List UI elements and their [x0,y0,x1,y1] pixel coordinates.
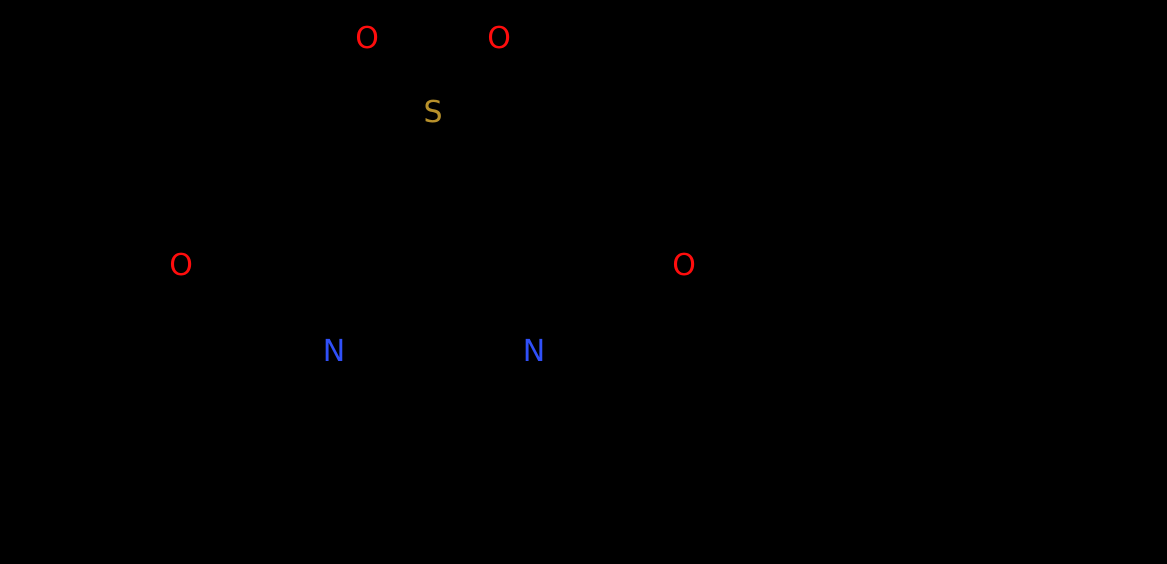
atom-nitrogen: N [522,334,546,369]
atom-nitrogen: N [322,334,346,369]
atom-sulfur: S [423,95,443,130]
atom-oxygen: O [355,21,379,56]
atom-oxygen: O [487,21,511,56]
atom-oxygen: O [169,248,193,283]
atom-oxygen: O [672,248,696,283]
